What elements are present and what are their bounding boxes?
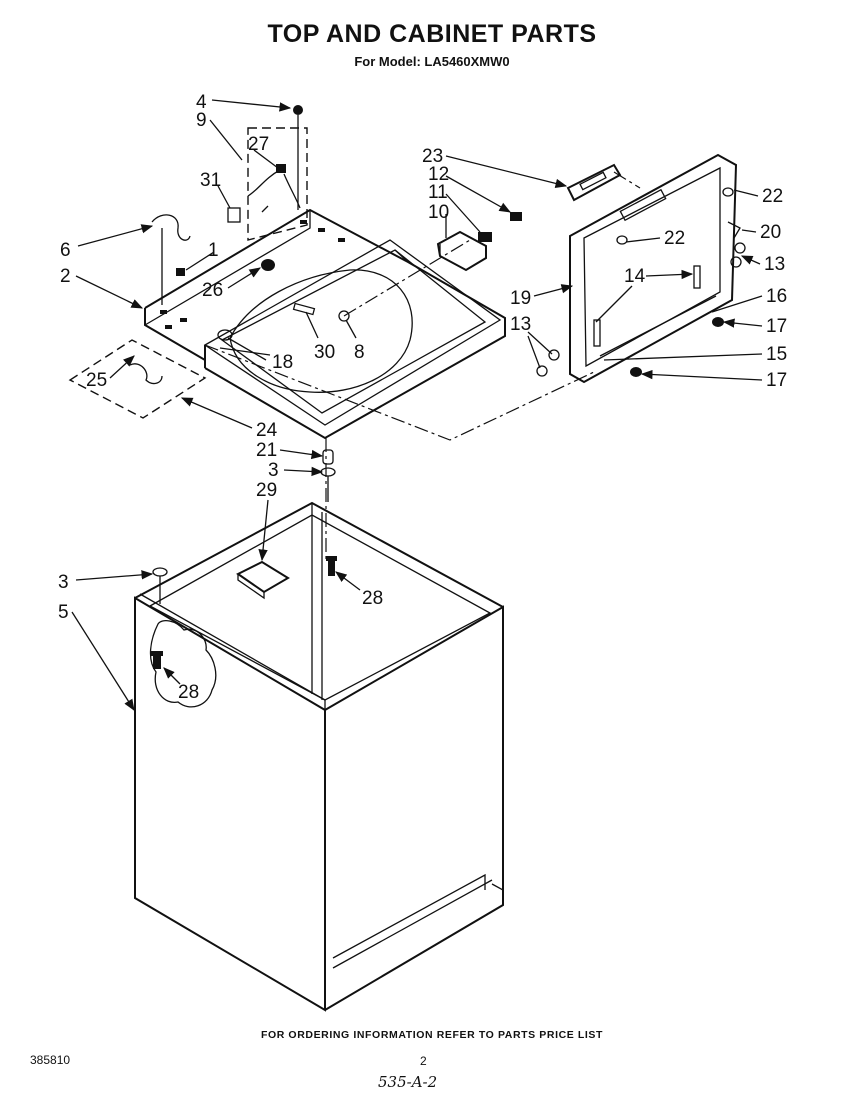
top-panel-part-2 bbox=[144, 208, 506, 440]
lid-part-30 bbox=[292, 302, 316, 316]
callout-4: 4 bbox=[196, 92, 207, 113]
lid-switch-group-dashed-box bbox=[247, 127, 308, 241]
screw-part-28-side bbox=[151, 651, 163, 669]
leader-lines bbox=[71, 99, 763, 711]
model-subtitle: For Model: LA5460XMW0 bbox=[354, 54, 510, 69]
bracket-part-1 bbox=[176, 268, 185, 276]
callout-28-side: 28 bbox=[178, 682, 199, 703]
callout-31: 31 bbox=[200, 170, 221, 191]
callout-19: 19 bbox=[510, 288, 531, 309]
console-back-panel-part-19 bbox=[536, 153, 746, 384]
clip-part-3-left bbox=[152, 567, 168, 604]
callout-27: 27 bbox=[248, 134, 269, 155]
callout-14: 14 bbox=[624, 266, 646, 287]
callout-11: 11 bbox=[428, 182, 448, 203]
callout-5: 5 bbox=[58, 602, 69, 623]
switch-part-11 bbox=[478, 232, 492, 242]
wire-harness-part-27 bbox=[247, 164, 301, 213]
callout-18: 18 bbox=[272, 352, 293, 373]
bezel-part-23 bbox=[566, 163, 622, 202]
document-number: 385810 bbox=[30, 1053, 71, 1067]
callout-28-back: 28 bbox=[362, 588, 383, 609]
diagram-title: TOP AND CABINET PARTS bbox=[267, 20, 597, 48]
callout-6: 6 bbox=[60, 240, 71, 261]
page-number: 2 bbox=[420, 1054, 427, 1068]
callout-10: 10 bbox=[428, 202, 449, 223]
callout-20: 20 bbox=[760, 222, 781, 243]
callout-3-center: 3 bbox=[268, 460, 279, 481]
callout-2: 2 bbox=[60, 266, 71, 287]
callout-15: 15 bbox=[766, 344, 787, 365]
screw-part-8 bbox=[338, 310, 350, 322]
spring-part-6 bbox=[151, 214, 191, 305]
clip-part-12 bbox=[510, 212, 522, 221]
callout-30: 30 bbox=[314, 342, 335, 363]
hinge-assembly-part-25-dashed bbox=[68, 339, 207, 419]
callout-17-upper: 17 bbox=[766, 316, 787, 337]
callout-13-left: 13 bbox=[510, 314, 531, 335]
switch-part-26 bbox=[261, 259, 275, 271]
callout-12: 12 bbox=[428, 164, 449, 185]
callout-25: 25 bbox=[86, 370, 107, 391]
callout-13-right: 13 bbox=[764, 254, 785, 275]
callout-29: 29 bbox=[256, 480, 277, 501]
ordering-note: FOR ORDERING INFORMATION REFER TO PARTS … bbox=[260, 1029, 604, 1041]
bumper-part-29 bbox=[236, 560, 290, 600]
callout-22-mid: 22 bbox=[664, 228, 685, 249]
plug-part-21 bbox=[322, 449, 334, 465]
callout-3-left: 3 bbox=[58, 572, 69, 593]
alignment-lines bbox=[204, 171, 641, 560]
screw-part-4 bbox=[293, 105, 303, 210]
callout-16: 16 bbox=[766, 286, 787, 307]
callout-26: 26 bbox=[202, 280, 223, 301]
clip-part-3-center bbox=[320, 467, 336, 502]
callout-23: 23 bbox=[422, 146, 443, 167]
handwritten-code: 535-A-2 bbox=[378, 1073, 438, 1091]
clip-part-31 bbox=[227, 207, 241, 223]
bracket-part-10 bbox=[436, 230, 487, 272]
callout-22-top: 22 bbox=[762, 186, 783, 207]
cabinet-part-5 bbox=[134, 501, 504, 1012]
callout-8: 8 bbox=[354, 342, 365, 363]
screw-part-28-back bbox=[326, 556, 337, 576]
callout-labels: 4 9 27 31 6 1 2 26 23 12 11 10 22 22 20 … bbox=[58, 92, 787, 703]
callout-17-lower: 17 bbox=[766, 370, 787, 391]
callout-24: 24 bbox=[256, 420, 278, 441]
callout-1: 1 bbox=[208, 240, 219, 261]
callout-9: 9 bbox=[196, 110, 207, 131]
callout-21: 21 bbox=[256, 440, 277, 461]
